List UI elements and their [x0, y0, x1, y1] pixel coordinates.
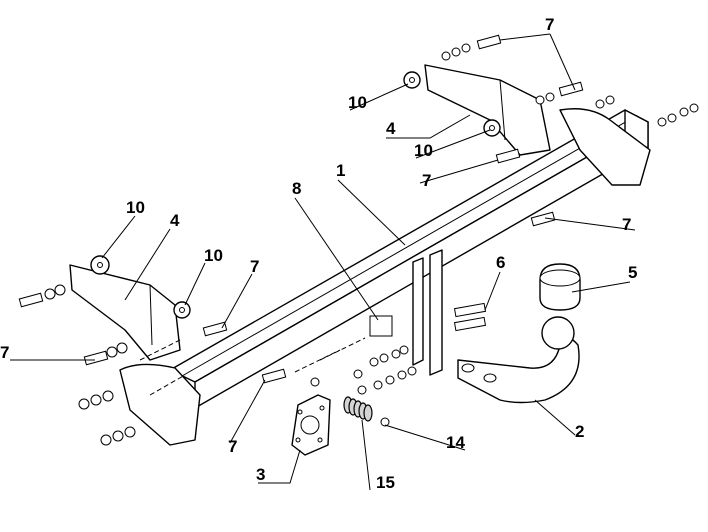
tow-ball	[539, 263, 581, 350]
callout-7-top: 7	[545, 15, 554, 34]
left-side-bracket	[69, 264, 201, 446]
callout-4-left: 4	[170, 211, 180, 230]
callout-14: 14	[446, 433, 465, 452]
alignment-lines	[139, 337, 366, 396]
callout-8: 8	[292, 179, 301, 198]
callout-labels: 1 2 3 4 4 5 6 7 7 7 7 7 7 8 10 10 10 10 …	[0, 15, 637, 492]
callout-5: 5	[628, 263, 637, 282]
callout-10-left: 10	[126, 198, 145, 217]
callout-7-left-mid: 7	[250, 257, 259, 276]
callout-15: 15	[376, 473, 395, 492]
callout-7-far-left: 7	[0, 343, 9, 362]
right-side-bracket	[424, 64, 651, 186]
socket-plate	[291, 394, 331, 456]
callout-10-mid: 10	[414, 141, 433, 160]
callout-7-right: 7	[622, 215, 631, 234]
callout-3: 3	[256, 465, 265, 484]
spring	[343, 396, 373, 422]
callout-7-upper-mid: 7	[422, 171, 431, 190]
fasteners	[18, 34, 699, 446]
callout-10-left-mid: 10	[204, 246, 223, 265]
leader-lines	[10, 33, 636, 491]
callout-4-right: 4	[386, 119, 396, 138]
callout-2: 2	[575, 422, 584, 441]
callout-6: 6	[496, 253, 505, 272]
tow-ball-neck	[457, 333, 580, 404]
callout-7-bottom: 7	[228, 437, 237, 456]
center-mount-plate	[369, 249, 443, 376]
callout-10-upper: 10	[348, 93, 367, 112]
callout-1: 1	[336, 161, 345, 180]
